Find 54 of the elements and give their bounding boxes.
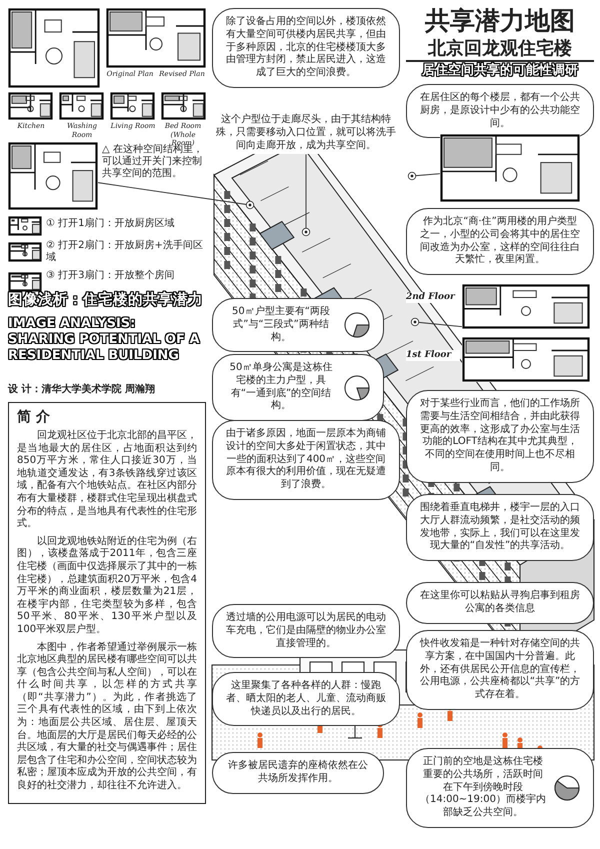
callout-text: 50㎡户型主要有“两段式”与“三段式”两种结构。 xyxy=(231,306,331,344)
speech-bubble xyxy=(406,494,594,562)
speech-bubble xyxy=(212,604,400,658)
callout-text: 这里聚集了各种各样的人群：慢跑者、晒太阳的老人、儿童、流动商贩快递员以及出行的居民。 xyxy=(225,680,387,718)
note-text: ② 打开2扇门：开放厨房+洗手间区域 xyxy=(46,240,204,264)
speech-bubble xyxy=(406,390,594,483)
title: 共享潜力地图 xyxy=(424,6,576,36)
callout-text: 许多被居民遗弃的座椅依然在公共场所发挥作用。 xyxy=(227,760,369,786)
speech-bubble xyxy=(406,748,594,828)
speech-bubble xyxy=(212,354,384,422)
callout-text: 由于诸多原因，地面一层原本为商铺设计的空间大多处于闲置状态，其中一些的面积达到了400㎡，这些空间原本有很大的利用价值，现在无疑遭到了浪费。 xyxy=(225,428,387,492)
speech-bubble xyxy=(406,84,594,138)
subtitle: 居住空间共享的可能性调研 xyxy=(420,63,580,79)
floor-plan-drawing xyxy=(8,8,100,88)
leader-line xyxy=(302,154,310,236)
speech-bubble xyxy=(212,8,400,88)
intro-paragraph: 回龙观社区位于北京北部的昌平区，是当地最大的居住区，占地面积达到约850万平方米，常住人口接近30万，当地轨道交通发达，有3条铁路线穿过该区域，配备有六个地铁站点。在社区内部分布有大量楼群，楼群式住宅呈现出棋盘式分布的特点，是当地具有代表性的住宅形式。 xyxy=(17,430,197,531)
floor-plan-drawing xyxy=(8,92,206,120)
speech-bubble xyxy=(212,672,400,726)
floor-plan-drawing xyxy=(8,142,98,210)
intro-paragraph: 本图中，作者希望通过举例展示一栋北京地区典型的居民楼有哪些空间可以共享（包含公共空间与私人空间），可以在什么时间共享，以怎样的方式共享（即“共享潜力”）。为此，作者挑选了三个具有代表性的区域，由下到上依次为：地面层公共区域、居住层、屋顶天台。地面层的大厅是居民们每天必经的公共区域，有大量的社交与偶遇事件；居住层包含了住宅和办公空间，空间状态较为私密；屋顶本应成为开放的公共空间，有良好的社交潜力，却往往不允许进入。 xyxy=(17,642,197,793)
callout-text: 快件收发箱是一种针对存储空间的共享方案，在中国国内十分普遍。此外，还有供居民公开信息的宣传栏，公用电源，公共座椅都以“共享”的方式存在着。 xyxy=(419,638,581,702)
callout-text: 正门前的空地是这栋住宅楼重要的公共场所，活跃时间在下午到傍晚时段（14:00~19:00）而楼宇内部缺乏公共空间。 xyxy=(419,756,547,820)
callout-text: 透过墙的公用电源可以为居民的电动车充电，它们是由隔壁的物业办公室直接管理的。 xyxy=(225,612,387,650)
speech-bubble xyxy=(212,752,384,794)
credit-text: 设 计：清华大学美术学院 周瀚翔 xyxy=(8,384,156,396)
subtitle: 北京回龙观住宅楼 xyxy=(406,38,594,62)
intro-panel xyxy=(8,402,206,804)
section-heading: 图像浅析：住宅楼的共享潜力 xyxy=(8,292,204,310)
leader-line xyxy=(410,318,462,328)
callout-text: 在这里你可以粘贴从寻狗启事到租房公寓的各类信息 xyxy=(419,590,581,616)
callout-text: 作为北京“商·住”两用楼的用户类型之一，小型的公司会将其中的居住空间改造为办公室，这样的空间往往白天繁忙，夜里闲置。 xyxy=(419,216,581,268)
callout-text: 对于某些行业而言，他们的工作场所需要与生活空间相结合，并由此获得更高的效率，这形成了办公室与生活功能的LOFT结构在其中尤其典型，不同的空间在使用时间上也不尽相同。 xyxy=(419,398,581,475)
speech-bubble xyxy=(406,208,594,276)
callout-text: 50㎡单身公寓是这栋住宅楼的主力户型，具有“一通到底”的空间结构。 xyxy=(228,362,334,414)
floor-label: 1st Floor xyxy=(406,350,460,361)
speech-bubble xyxy=(406,582,594,624)
annotation-text: 这个户型位于走廊尽头，由于其结构特殊，只需要移动入口位置，就可以将洗手间向走廊开放，成为共享空间。 xyxy=(214,112,398,154)
leader-line xyxy=(408,172,440,180)
note-text: ① 打开1扇门：开放厨房区域 xyxy=(46,218,176,230)
note-text: ③ 打开3扇门：开放整个房间 xyxy=(46,270,176,282)
speech-bubble xyxy=(212,298,384,352)
speech-bubble xyxy=(212,420,400,500)
callout-text: 除了设备占用的空间以外，楼顶依然有大量空间可供楼内居民共享，但由于多种原因，北京的住宅楼楼顶大多由管理方封闭，禁止居民进入，这造成了巨大的空间浪费。 xyxy=(225,16,387,80)
speech-bubble xyxy=(406,630,594,710)
floor-plan-drawing xyxy=(462,284,590,382)
floor-plan-drawing xyxy=(440,134,580,202)
intro-paragraph: 以回龙观地铁站附近的住宅为例（右图），该楼盘落成于2011年，包含三座住宅楼（画面中仅选择展示了其中的一栋住宅楼），总建筑面积20万平米，包含4万平米的商业面积，楼层数量为21层，在楼宇内部，住宅类型较为多样，包含50平米、80平米、130平米户型以及100平米双层户型。 xyxy=(17,536,197,636)
section-heading: IMAGE ANALYSIS: SHARING POTENTIAL OF A RESIDENTIAL BUILDING xyxy=(8,316,202,364)
callout-text: 在居住区的每个楼层，都有一个公共厨房，是原设计中少有的公共功能空间。 xyxy=(419,92,581,130)
callout-text: 围绕着垂直电梯井，楼宇一层的入口大厅人群流动频繁，是社交活动的频发地带，实际上，我们可以在这里发现大量的“自发性”的共享活动。 xyxy=(419,502,581,554)
leader-line xyxy=(98,182,254,210)
floor-plan-drawing xyxy=(106,8,206,68)
panel-heading: 简 介 xyxy=(17,408,51,426)
